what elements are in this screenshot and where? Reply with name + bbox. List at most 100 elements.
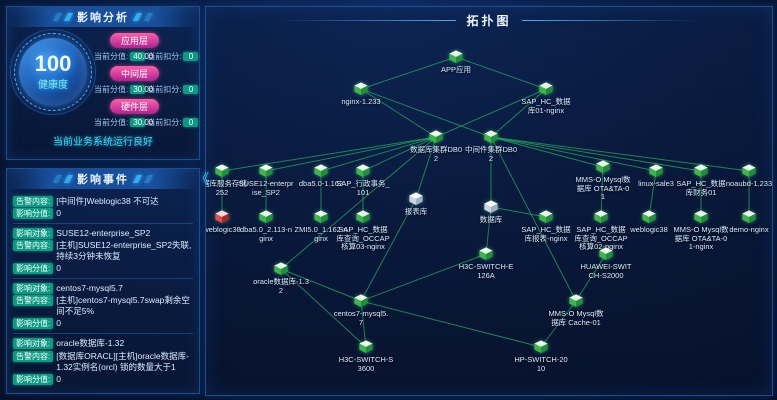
node-label: SUSE12-enterprise_SP2: [238, 179, 294, 197]
node-label: 数据库: [479, 215, 503, 224]
server-cube-icon: [215, 210, 229, 223]
topology-canvas[interactable]: APP应用 nginx-1.233 SAP_HC_数据库01-nginx 数据库集群D…: [206, 7, 772, 395]
node-label: SAP_HC_数据库查询_OCCAP核算03-nginx: [336, 225, 390, 252]
event-label: 影响分值:: [13, 263, 54, 275]
topology-node[interactable]: noaubd-1.233: [721, 163, 772, 189]
node-label: HUAWEI-SWITCH-S2000: [580, 262, 632, 280]
topology-node[interactable]: SAP_HC_数据库查询_OCCAP核算03-nginx: [335, 209, 391, 252]
topology-node[interactable]: weblogic38: [621, 209, 677, 235]
topology-node[interactable]: 报表库: [388, 191, 444, 217]
topology-node[interactable]: HUAWEI-SWITCH-S2000: [578, 246, 634, 280]
server-cube-icon: [694, 164, 708, 177]
server-cube-icon: [594, 210, 608, 223]
node-label: weblogic38: [630, 225, 668, 234]
topology-node[interactable]: weblogic38: [206, 209, 250, 235]
score-label: 当前分值:: [94, 52, 129, 61]
topology-node[interactable]: ZMI5.0_1.162-nginx: [293, 209, 349, 243]
node-label: centos7-mysql5.7: [333, 309, 389, 327]
event-row: 影响分值:0: [13, 318, 193, 330]
event-row: 影响对象:centos7-mysql5.7: [13, 283, 193, 295]
event-text: [主机]centos7-mysql5.7swap剩余空间不足5%: [56, 295, 190, 317]
header-line-decoration: [521, 20, 702, 21]
event-text: 0: [56, 373, 61, 384]
topology-node[interactable]: dba5.0-1.162: [293, 163, 349, 189]
event-label: 影响对象:: [13, 338, 54, 350]
topology-node[interactable]: SAP_行政事务_101: [335, 163, 391, 197]
topology-node[interactable]: H3C-SWITCH-S3600: [338, 339, 394, 373]
topology-node[interactable]: 数据库: [463, 199, 519, 225]
deduct-value: 0: [183, 52, 199, 61]
deduct-value: 0: [183, 85, 199, 94]
topology-node[interactable]: linux-sale3: [628, 163, 684, 189]
server-cube-icon: [534, 340, 548, 353]
event-row: 告警内容:[数据库ORACL][主机]oracle数据库-1.32实例名(orc…: [13, 350, 193, 373]
topology-node[interactable]: demo-nginx: [721, 209, 772, 235]
header-decoration-icon: [143, 13, 154, 21]
topology-node[interactable]: 数据库集群DB02: [408, 129, 464, 163]
event-text: centos7-mysql5.7: [56, 283, 123, 294]
server-cube-icon: [356, 210, 370, 223]
node-label: oracle数据库-1.32: [253, 277, 309, 295]
topology-panel: 拓扑图 APP应用 nginx-1.233 SAP_HC_数据库01-nginx 数据…: [205, 6, 773, 396]
server-cube-icon: [569, 294, 583, 307]
impact-events-title: 影响事件: [77, 174, 129, 186]
topology-node[interactable]: APP应用: [428, 49, 484, 75]
server-cube-icon: [259, 164, 273, 177]
server-cube-icon: [694, 210, 708, 223]
impact-analysis-title: 影响分析: [77, 12, 129, 24]
header-line-decoration: [276, 20, 457, 21]
deduct-label: 当前扣分:: [147, 52, 182, 61]
topology-node[interactable]: SUSE12-enterprise_SP2: [238, 163, 294, 197]
topology-node[interactable]: SAP_HC_数据库01-nginx: [518, 81, 574, 115]
event-row: 影响分值:0: [13, 208, 193, 220]
health-gauge-wrap: 100 健康度: [10, 29, 96, 130]
node-label: 数据库集群DB02: [409, 145, 463, 163]
topology-node[interactable]: nginx-1.233: [333, 81, 389, 107]
score-value: 30.00: [130, 85, 153, 94]
layer-pill: 硬件层: [110, 99, 160, 114]
topology-node[interactable]: MMS-O Mysql数据库 Cache-01: [548, 293, 604, 327]
topology-node[interactable]: SAP_HC_数据库查询_OCCAP核算02-nginx: [573, 209, 629, 252]
server-cube-icon: [314, 164, 328, 177]
topology-node[interactable]: 中间件集群DB02: [463, 129, 519, 163]
event-text: [数据库ORACL][主机]oracle数据库-1.32实例名(orcl) 锁的…: [56, 350, 189, 372]
node-label: SAP_HC_数据库查询_OCCAP核算02-nginx: [574, 225, 628, 252]
topology-node[interactable]: SAP_HC_数据库报表-nginx: [518, 209, 574, 243]
topology-node[interactable]: oracle数据库-1.32: [253, 261, 309, 295]
header-decoration-icon: [132, 175, 143, 183]
topology-node[interactable]: HP-SWITCH-2010: [513, 339, 569, 373]
topology-node[interactable]: MMS-O Mysql数据库 OTA&TA-01-nginx: [673, 209, 729, 252]
topology-node[interactable]: SAP_HC_数据库财务01: [673, 163, 729, 197]
node-label: MMS-O Mysql数据库 Cache-01: [548, 309, 604, 327]
impact-analysis-header: 影响分析: [7, 7, 199, 27]
event-row: 告警内容:[主机]SUSE12-enterprise_SP2失联,持续3分钟未恢…: [13, 240, 193, 262]
event-text: SUSE12-enterprise_SP2: [56, 228, 151, 239]
event-label: 影响分值:: [13, 318, 54, 330]
server-cube-icon: [215, 164, 229, 177]
event-text: [主机]SUSE12-enterprise_SP2失联,持续3分钟未恢复: [56, 240, 192, 262]
event-label: 影响对象:: [13, 283, 54, 295]
topology-node[interactable]: centos7-mysql5.7: [333, 293, 389, 327]
event-item[interactable]: 告警内容:[中间件]Weblogic38 不可达影响分值:0: [13, 192, 193, 223]
topology-title: 拓扑图: [466, 14, 512, 28]
server-cube-icon: [596, 160, 610, 173]
topology-node[interactable]: dba5.0_2.113-nginx: [238, 209, 294, 243]
topology-node[interactable]: MMS-O Mysql数据库 OTA&TA-01: [575, 159, 631, 202]
health-gauge: 100 健康度: [10, 29, 96, 115]
node-label: MMS-O Mysql数据库 OTA&TA-01: [575, 175, 631, 202]
server-cube-icon: [409, 192, 423, 205]
topology-node[interactable]: 数据库服务存储-252: [206, 163, 250, 197]
server-cube-icon: [599, 247, 613, 260]
event-label: 告警内容:: [13, 196, 54, 207]
collapse-sidebar-arrow-icon[interactable]: 《: [196, 171, 210, 186]
header-decoration-icon: [143, 175, 154, 183]
topology-node[interactable]: H3C-SWITCH-E126A: [458, 246, 514, 280]
